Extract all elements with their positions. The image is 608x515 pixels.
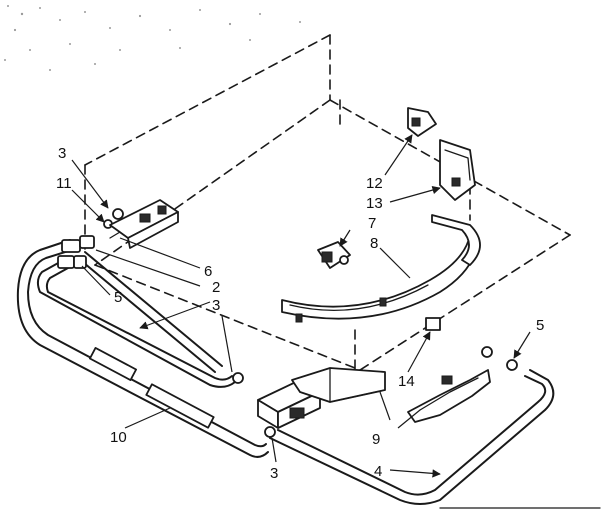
leader-lines (71, 134, 531, 478)
callout-3-bottom: 3 (270, 465, 278, 482)
bracket-part-6 (109, 199, 179, 249)
tube-part-2 (77, 257, 216, 373)
callout-14: 14 (398, 373, 415, 390)
tube-part-10 (16, 239, 269, 458)
callout-5-right: 5 (536, 317, 544, 334)
callout-13: 13 (366, 195, 383, 212)
callout-3-top: 3 (58, 145, 66, 162)
callout-2: 2 (212, 279, 220, 296)
rail-part-8 (281, 214, 481, 323)
callout-8: 8 (370, 235, 378, 252)
callout-11: 11 (56, 175, 72, 192)
guide-part-14 (407, 317, 518, 423)
callout-6: 6 (204, 263, 212, 280)
callout-10: 10 (110, 429, 127, 446)
callout-4: 4 (374, 463, 382, 480)
callout-3-mid: 3 (212, 297, 220, 314)
clip-part-7 (317, 241, 351, 269)
clip-part-12 (407, 107, 437, 137)
callout-5-left: 5 (114, 289, 122, 306)
guide-part-13 (439, 139, 476, 201)
valve-part-9 (232, 367, 386, 438)
tube-sleeves (88, 347, 215, 429)
tube-part-4 (269, 369, 555, 505)
callout-12: 12 (366, 175, 383, 192)
callout-7: 7 (368, 215, 376, 232)
scan-noise (4, 5, 301, 71)
left-fittings (57, 208, 124, 269)
callout-labels: 3 11 6 2 3 5 10 3 12 13 7 8 9 14 5 4 (56, 145, 544, 482)
callout-9: 9 (372, 431, 380, 448)
